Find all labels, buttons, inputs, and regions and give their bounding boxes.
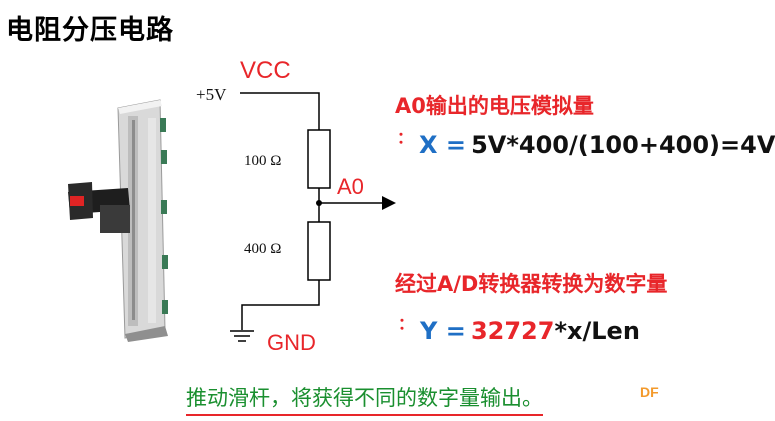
formula-constant: 32727 [470, 317, 555, 345]
analog-voltage-heading: A0输出的电压模拟量 [395, 94, 594, 118]
r2-value-label: 400 Ω [244, 241, 282, 257]
ground-symbol-icon [230, 330, 254, 342]
resistor-r2 [307, 221, 331, 281]
footer-caption: 推动滑杆，将获得不同的数字量输出。 [186, 382, 543, 416]
vcc-label: VCC [240, 57, 291, 84]
formula-expression: 5V*400/(100+400)=4V [471, 131, 775, 159]
page-title: 电阻分压电路 [6, 15, 174, 46]
slide-potentiometer-image [68, 99, 168, 342]
r1-value-label: 100 Ω [244, 153, 282, 169]
voltage-formula: ： X = 5V*400/(100+400)=4V [397, 128, 775, 159]
bullet-mark: ： [398, 314, 415, 333]
formula-variable-y: Y = [420, 317, 466, 345]
adc-conversion-heading: 经过A/D转换器转换为数字量 [395, 272, 668, 296]
resistor-r1 [307, 129, 331, 189]
formula-variable-x: X = [419, 131, 466, 159]
output-a0-label: A0 [337, 174, 364, 199]
bullet-mark: ： [397, 128, 414, 147]
circuit-diagram [68, 92, 396, 342]
digital-formula: ： Y = 32727*x/Len [398, 314, 640, 345]
watermark-logo: DF [640, 384, 659, 400]
output-arrow-icon [382, 196, 396, 210]
junction-node [316, 200, 322, 206]
formula-remainder: *x/Len [554, 317, 640, 345]
gnd-label: GND [267, 330, 316, 355]
supply-voltage-label: +5V [196, 85, 227, 104]
circuit-wires [240, 92, 382, 330]
